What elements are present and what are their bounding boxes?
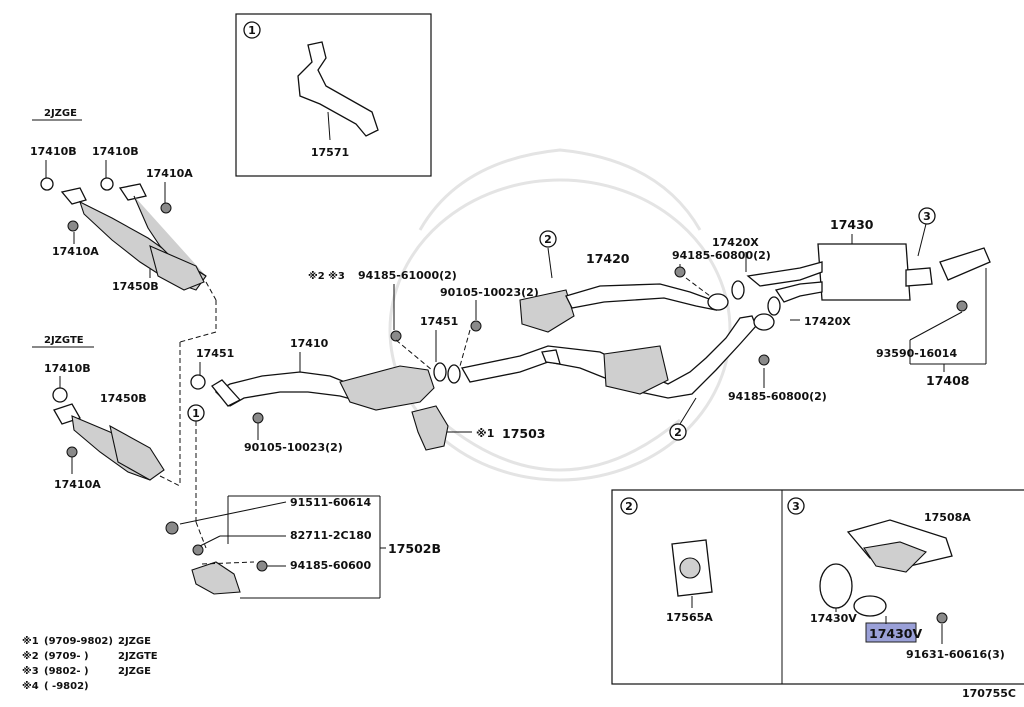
callout-2-inset: 2 bbox=[625, 500, 633, 513]
engine-tag-2jzgte: 2JZGTE bbox=[44, 335, 84, 346]
part-94185-60800-label[interactable]: 94185-60800(2) bbox=[672, 249, 771, 262]
part-91631-label[interactable]: 91631-60616(3) bbox=[906, 648, 1005, 661]
part-17410a-label[interactable]: 17410A bbox=[52, 245, 99, 258]
part-17451-label[interactable]: 17451 bbox=[196, 347, 234, 360]
inset-box-2-3: 2 3 17565A 17508A 17430V 17430V 91631-60… bbox=[611, 489, 1024, 685]
note-engine: 2JZGTE bbox=[118, 651, 158, 662]
note-range: (9709-9802) bbox=[44, 636, 113, 647]
part-17450b-label[interactable]: 17450B bbox=[100, 392, 147, 405]
part-94185-60800-label[interactable]: 94185-60800(2) bbox=[728, 390, 827, 403]
diagram-code: 170755C bbox=[962, 687, 1016, 700]
front-pipe-assembly: 17451 1 17410 90105-10023(2) 17451 90105… bbox=[187, 269, 539, 549]
inset-box-1: 1 17571 bbox=[235, 13, 432, 177]
note-engine: 2JZGE bbox=[118, 666, 151, 677]
part-17451-label[interactable]: 17451 bbox=[420, 315, 458, 328]
part-93590-label[interactable]: 93590-16014 bbox=[876, 347, 957, 360]
part-17430-label[interactable]: 17430 bbox=[830, 217, 874, 232]
part-17410b-label[interactable]: 17410B bbox=[44, 362, 91, 375]
part-94185-61000-label[interactable]: 94185-61000(2) bbox=[358, 269, 457, 282]
callout-2: 2 bbox=[544, 233, 552, 246]
part-17420x-label[interactable]: 17420X bbox=[712, 236, 759, 249]
note-range: ( -9802) bbox=[44, 681, 89, 692]
group-2jzgte: 2JZGTE 17410B 17450B 17410A bbox=[32, 335, 181, 491]
footnotes: ※1 (9709-9802) 2JZGE ※2 (9709- ) 2JZGTE … bbox=[22, 635, 158, 692]
part-17410a-label[interactable]: 17410A bbox=[54, 478, 101, 491]
callout-3-inset: 3 bbox=[792, 500, 800, 513]
part-17565a-label[interactable]: 17565A bbox=[666, 611, 713, 624]
callout-2: 2 bbox=[674, 426, 682, 439]
note-prefix-94185: ※2 ※3 bbox=[308, 270, 345, 282]
callout-1: 1 bbox=[192, 407, 200, 420]
part-17503-label[interactable]: 17503 bbox=[502, 426, 546, 441]
tail-pipe-assembly: 17430 3 93590-16014 17408 bbox=[746, 207, 991, 388]
note-mark: ※3 bbox=[22, 665, 39, 677]
part-17450b-label[interactable]: 17450B bbox=[112, 280, 159, 293]
part-17508a-label[interactable]: 17508A bbox=[924, 511, 971, 524]
part-17571-label[interactable]: 17571 bbox=[311, 146, 349, 159]
part-91511-label[interactable]: 91511-60614 bbox=[290, 496, 371, 509]
part-17410b-label[interactable]: 17410B bbox=[92, 145, 139, 158]
callout-3: 3 bbox=[923, 210, 931, 223]
note-mark: ※2 bbox=[22, 650, 39, 662]
part-90105-label[interactable]: 90105-10023(2) bbox=[440, 286, 539, 299]
note-range: (9802- ) bbox=[44, 666, 89, 677]
part-17420-label[interactable]: 17420 bbox=[586, 251, 630, 266]
note-engine: 2JZGE bbox=[118, 636, 151, 647]
engine-tag-2jzge: 2JZGE bbox=[44, 108, 77, 119]
group-2jzge: 2JZGE 17410B 17410B 17410A 17410A 17450B bbox=[30, 108, 217, 486]
part-17430v-label[interactable]: 17430V bbox=[810, 612, 857, 625]
part-94185-60600-label[interactable]: 94185-60600 bbox=[290, 559, 371, 572]
note-range: (9709- ) bbox=[44, 651, 89, 662]
part-17408-label[interactable]: 17408 bbox=[926, 373, 970, 388]
part-17410b-label[interactable]: 17410B bbox=[30, 145, 77, 158]
note-prefix-17503: ※1 bbox=[476, 427, 494, 440]
note-mark: ※4 bbox=[22, 680, 39, 692]
part-17410a-label[interactable]: 17410A bbox=[146, 167, 193, 180]
part-17420x-label[interactable]: 17420X bbox=[804, 315, 851, 328]
callout-1-inset: 1 bbox=[248, 24, 256, 37]
part-17430v-highlighted[interactable]: 17430V bbox=[869, 626, 922, 641]
part-17502b-label[interactable]: 17502B bbox=[388, 541, 441, 556]
part-82711-label[interactable]: 82711-2C180 bbox=[290, 529, 372, 542]
bracket-17502b-group: 91511-60614 82711-2C180 94185-60600 1750… bbox=[165, 495, 441, 599]
part-90105-label[interactable]: 90105-10023(2) bbox=[244, 441, 343, 454]
watermark-logo bbox=[388, 148, 732, 482]
part-17410-label[interactable]: 17410 bbox=[290, 337, 329, 350]
note-mark: ※1 bbox=[22, 635, 39, 647]
center-pipe-assembly: 2 17420 94185-60800(2) 17420X 17420X 941… bbox=[411, 230, 851, 451]
